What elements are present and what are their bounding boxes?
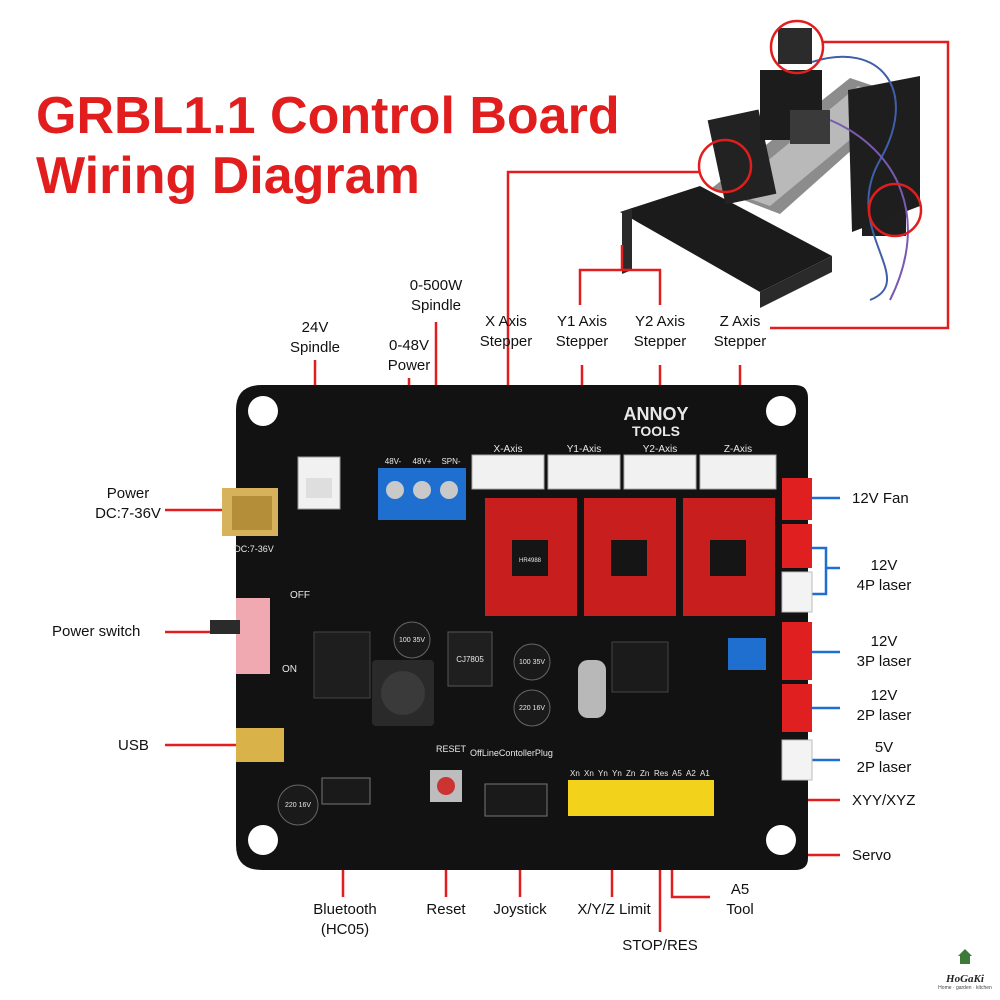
label-y2-axis-line1: Y2 Axis: [634, 313, 686, 330]
label-y1-axis-line1: Y1 Axis: [556, 313, 608, 330]
silk-dc: DC:7-36V: [234, 544, 274, 554]
control-board: [210, 385, 813, 870]
label-x-axis-line2: Stepper: [479, 333, 533, 350]
label-z-axis-line1: Z Axis: [719, 313, 761, 330]
silk-on: ON: [282, 664, 297, 675]
silk-x-axis: X-Axis: [494, 444, 523, 455]
label-y2-axis-line2: Stepper: [633, 333, 687, 350]
silk-y1-axis: Y1-Axis: [567, 444, 601, 455]
cnc-machine-illustration: [620, 19, 940, 308]
label-2p-laser-5v-line2: 2P laser: [856, 759, 912, 776]
label-12v-fan: 12V Fan: [852, 490, 909, 507]
label-0-48v-power-line1: 0-48V: [388, 337, 430, 354]
label-servo: Servo: [852, 847, 892, 864]
label-3p-laser-line2: 3P laser: [856, 653, 912, 670]
silk-y2-axis: Y2-Axis: [643, 444, 677, 455]
label-a5-tool-line1: A5: [730, 881, 750, 898]
silk-z-axis: Z-Axis: [724, 444, 752, 455]
silk-pin-1: Xn: [570, 769, 580, 778]
label-bluetooth-line1: Bluetooth: [313, 901, 377, 918]
label-y1-axis-line2: Stepper: [555, 333, 609, 350]
silk-spn-minus: SPN-: [441, 457, 460, 466]
diagram-title-line1: GRBL1.1 Control Board: [36, 87, 620, 145]
label-usb: USB: [118, 737, 149, 754]
hogaki-tagline: Home · garden · kitchen: [938, 985, 992, 991]
label-24v-spindle-line2: Spindle: [289, 339, 341, 356]
label-0-500w-spindle-line2: Spindle: [410, 297, 462, 314]
label-joystick: Joystick: [493, 901, 547, 918]
label-stop-res: STOP/RES: [622, 937, 698, 954]
silk-regulator: CJ7805: [456, 655, 484, 664]
hogaki-brand: HoGaKi: [946, 973, 984, 985]
silk-pin-4: Yn: [612, 769, 622, 778]
silkscreen: ANNOY TOOLS X-Axis Y1-Axis Y2-Axis Z-Axi…: [234, 404, 752, 809]
silk-pin-3: Yn: [598, 769, 608, 778]
silk-cap-3: 220 16V: [519, 705, 545, 712]
label-power-line1: Power: [106, 485, 150, 502]
diagram-title-line2: Wiring Diagram: [36, 147, 420, 205]
label-xyz-limit: X/Y/Z Limit: [577, 901, 651, 918]
label-2p-laser-12v-line1: 12V: [870, 687, 898, 704]
silk-cap-2: 100 35V: [519, 659, 545, 666]
label-2p-laser-12v-line2: 2P laser: [856, 707, 912, 724]
silk-pin-2: Xn: [584, 769, 594, 778]
brand-line2: TOOLS: [632, 423, 680, 439]
label-a5-tool-line2: Tool: [726, 901, 754, 918]
blue-leader-lines: [812, 496, 840, 762]
label-xyy-xyz: XYY/XYZ: [852, 792, 916, 809]
label-24v-spindle-line1: 24V: [301, 319, 329, 336]
label-x-axis-line1: X Axis: [485, 313, 527, 330]
silk-driver-chip: HR4988: [519, 558, 542, 564]
silk-48v-plus: 48V+: [413, 457, 432, 466]
label-power-switch: Power switch: [52, 623, 141, 640]
label-2p-laser-5v-line1: 5V: [874, 739, 894, 756]
silk-pin-8: A5: [672, 769, 682, 778]
silk-pin-10: A1: [700, 769, 710, 778]
house-icon: [958, 949, 972, 964]
label-0-500w-spindle-line1: 0-500W: [409, 277, 463, 294]
brand-line1: ANNOY: [623, 404, 688, 424]
silk-cap-4: 220 16V: [285, 802, 311, 809]
label-4p-laser-line2: 4P laser: [856, 577, 912, 594]
label-3p-laser-line1: 12V: [870, 633, 898, 650]
label-0-48v-power-line2: Power: [387, 357, 431, 374]
label-reset: Reset: [426, 901, 466, 918]
label-z-axis-line2: Stepper: [713, 333, 767, 350]
label-bluetooth-line2: (HC05): [320, 921, 370, 938]
silk-48v-minus: 48V-: [385, 457, 402, 466]
silk-pin-5: Zn: [626, 769, 635, 778]
silk-pin-9: A2: [686, 769, 696, 778]
silk-offline-plug: OffLineContollerPlug: [470, 748, 553, 758]
hogaki-logo: HoGaKi Home · garden · kitchen: [936, 944, 994, 992]
silk-pin-6: Zn: [640, 769, 649, 778]
label-power-line2: DC:7-36V: [95, 505, 161, 522]
silk-pin-7: Res: [654, 769, 668, 778]
label-4p-laser-line1: 12V: [870, 557, 898, 574]
silk-off: OFF: [290, 590, 310, 601]
silk-cap-1: 100 35V: [399, 637, 425, 644]
silk-reset: RESET: [436, 744, 467, 754]
